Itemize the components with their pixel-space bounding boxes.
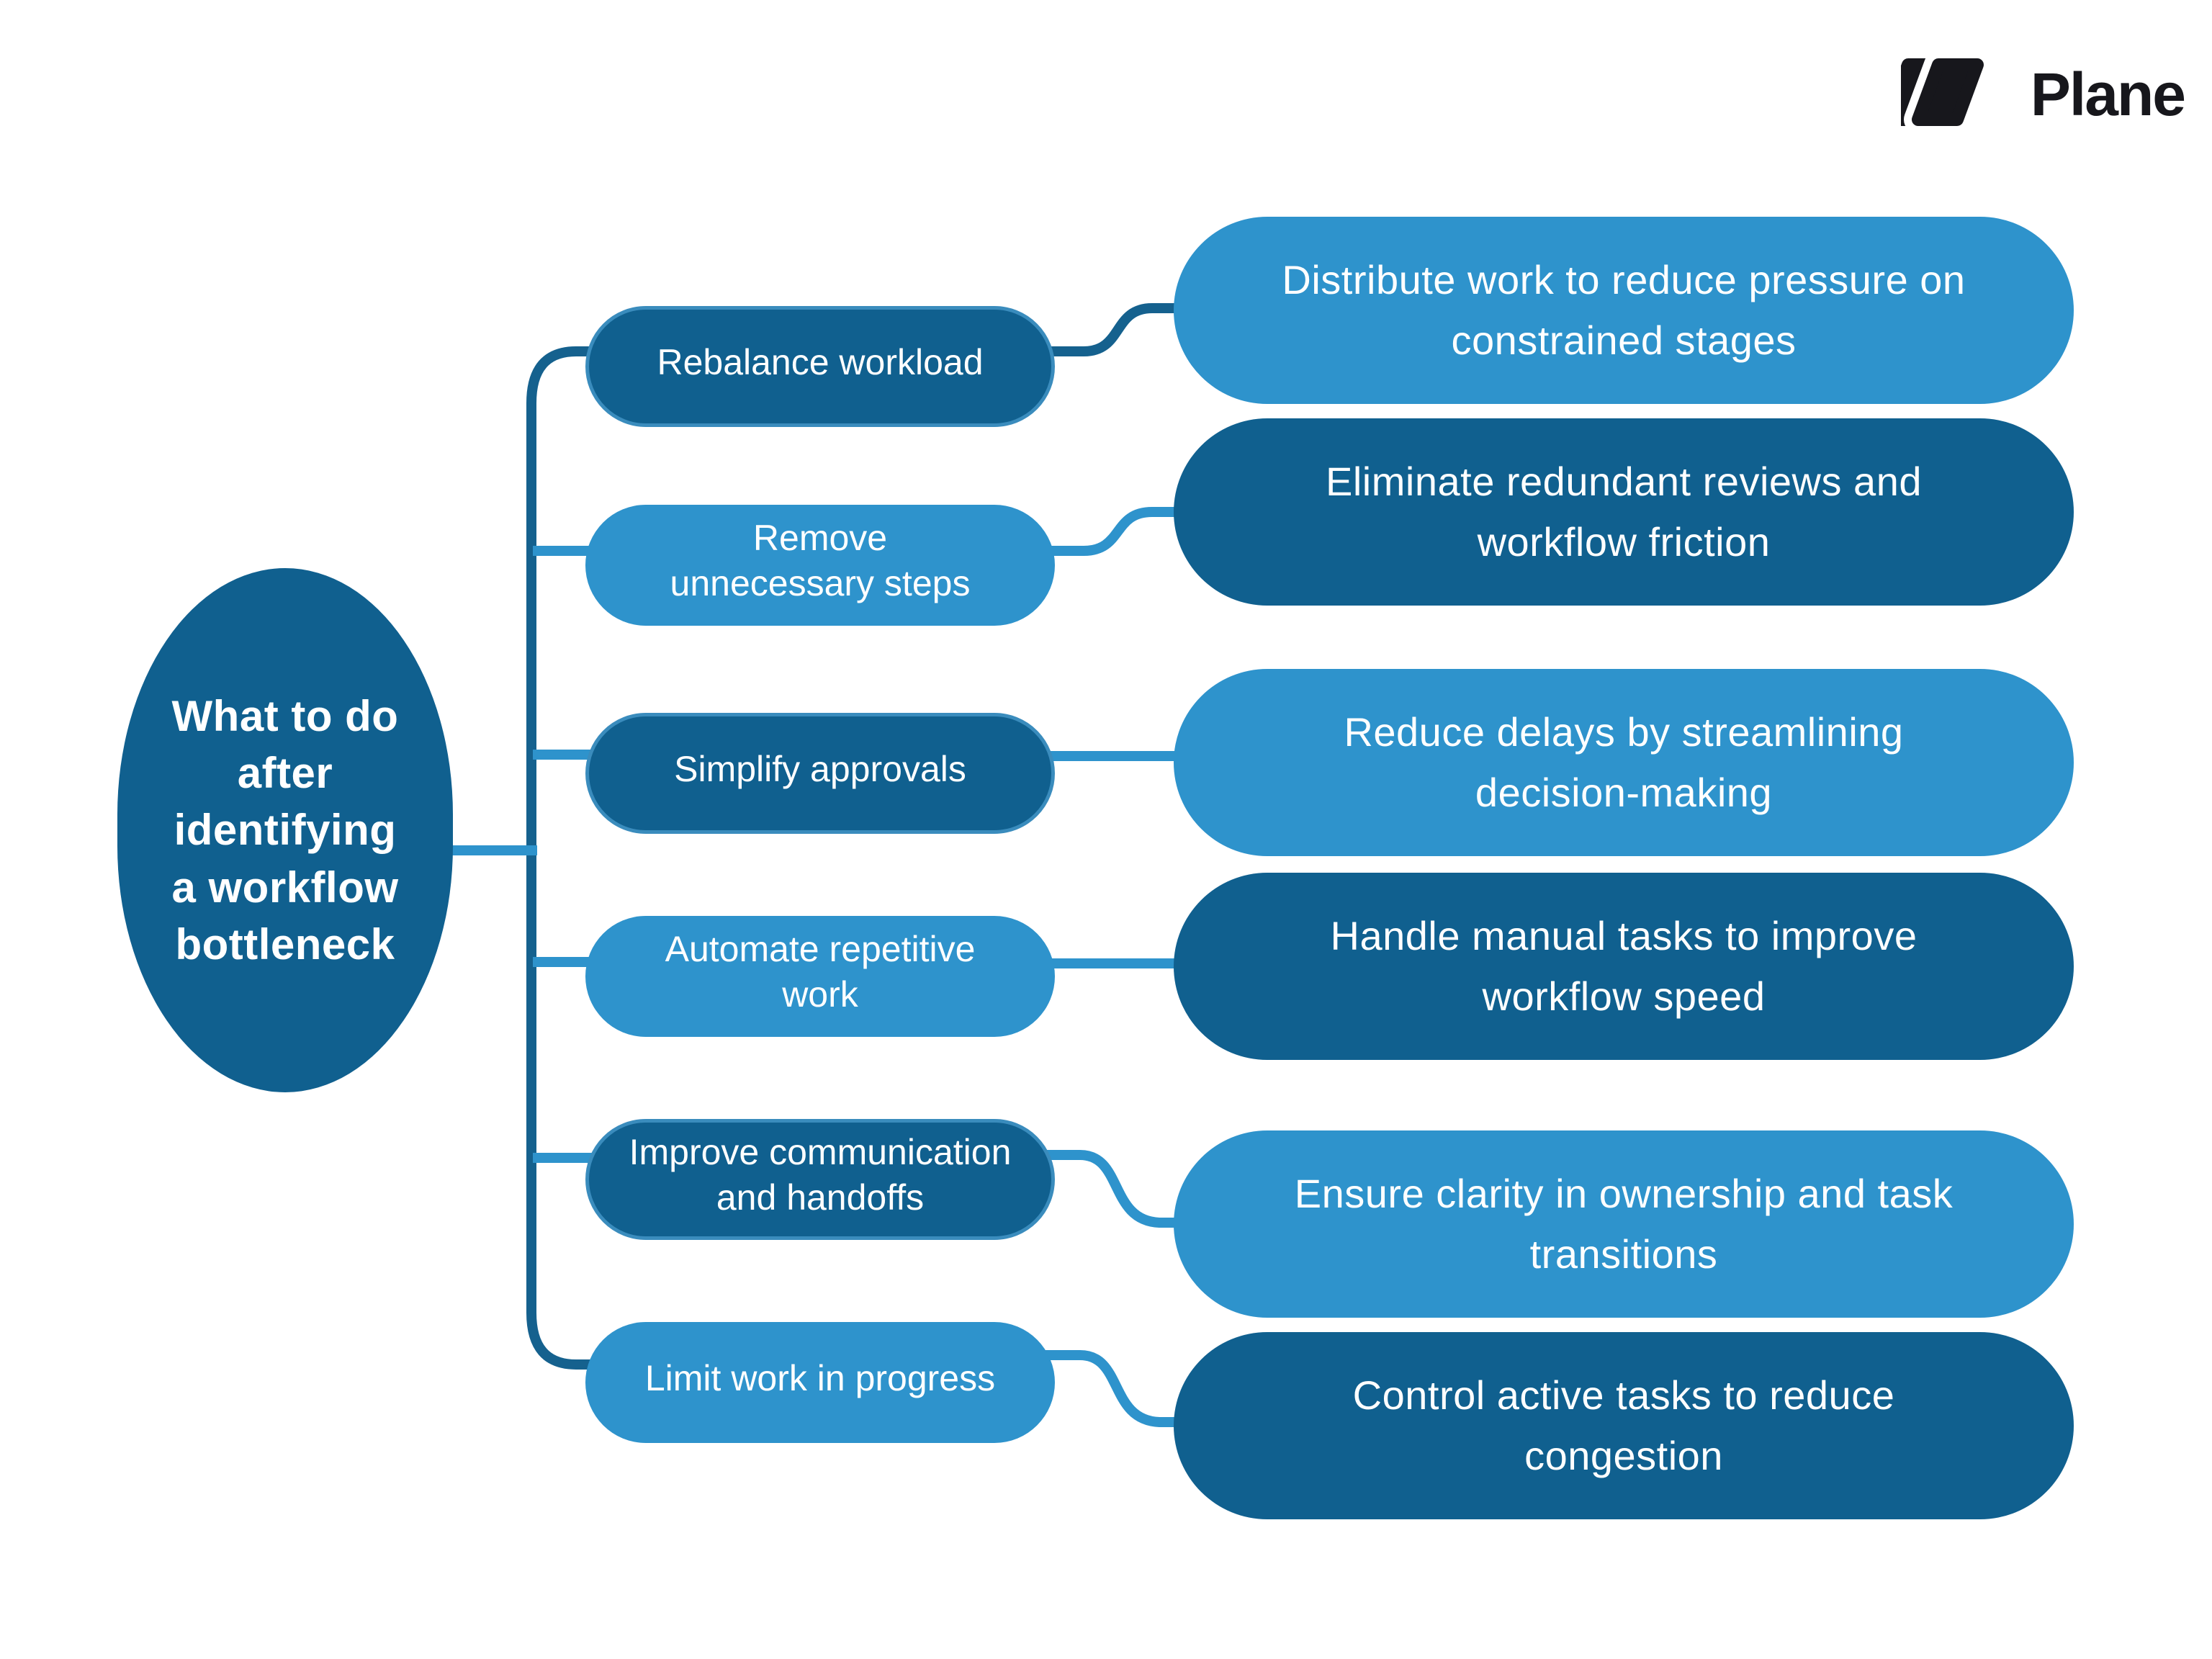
detail-connector-6 bbox=[1030, 1350, 1217, 1427]
root-node: What to do after identifying a workflow … bbox=[117, 568, 453, 1092]
branch-node-simplify-approvals: Simplify approvals bbox=[585, 713, 1055, 834]
plane-wordmark: Plane bbox=[2030, 60, 2186, 128]
trunk-line bbox=[526, 346, 619, 1370]
detail-node-eliminate-reviews: Eliminate redundant reviews and workflow… bbox=[1174, 418, 2074, 606]
branch-node-remove-steps: Remove unnecessary steps bbox=[585, 505, 1055, 626]
branch-node-automate-work: Automate repetitive work bbox=[585, 916, 1055, 1037]
detail-node-handle-tasks: Handle manual tasks to improve workflow … bbox=[1174, 873, 2074, 1060]
detail-node-control-tasks: Control active tasks to reduce congestio… bbox=[1174, 1332, 2074, 1519]
detail-node-reduce-delays: Reduce delays by streamlining decision-m… bbox=[1174, 669, 2074, 856]
branch-node-rebalance-workload: Rebalance workload bbox=[585, 306, 1055, 427]
detail-node-distribute-work: Distribute work to reduce pressure on co… bbox=[1174, 217, 2074, 404]
detail-connector-2 bbox=[1030, 507, 1210, 556]
detail-connector-5 bbox=[1030, 1150, 1217, 1228]
detail-node-ensure-clarity: Ensure clarity in ownership and task tra… bbox=[1174, 1130, 2074, 1318]
detail-connector-1 bbox=[1030, 303, 1210, 356]
plane-logo-icon bbox=[1900, 50, 1992, 134]
plane-logo: Plane bbox=[1900, 50, 2186, 138]
branch-node-limit-wip: Limit work in progress bbox=[585, 1322, 1055, 1443]
branch-node-improve-communication: Improve communication and handoffs bbox=[585, 1119, 1055, 1240]
